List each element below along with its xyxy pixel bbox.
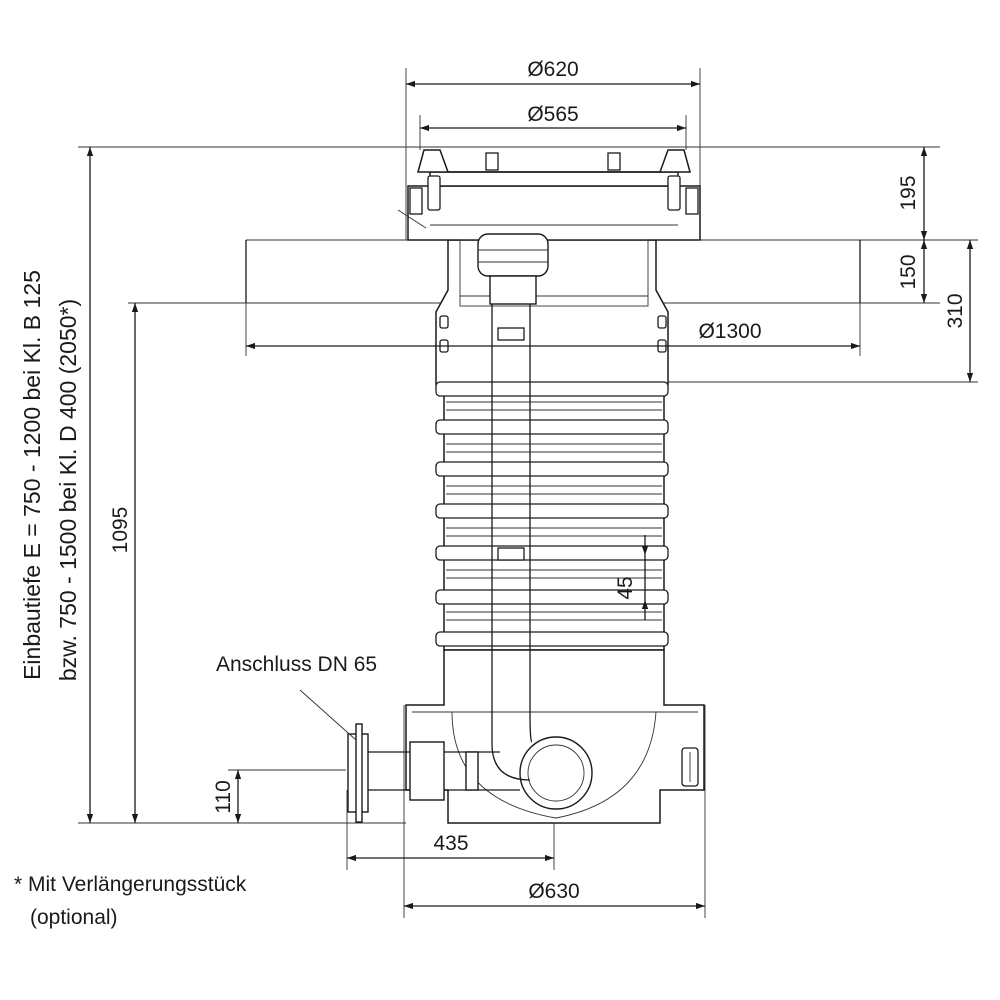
valve-body <box>477 233 549 277</box>
wall-sleeve <box>409 741 445 801</box>
cover-leader <box>397 209 427 229</box>
connection-leader <box>299 689 357 741</box>
dim-435: 435 <box>433 832 468 855</box>
dim-150: 150 <box>897 254 920 289</box>
connection-label: Anschluss DN 65 <box>216 653 377 676</box>
dim-d565: Ø565 <box>527 103 578 126</box>
install-depth-line-1: Einbautiefe E = 750 - 1200 bei Kl. B 125 <box>19 270 45 680</box>
dim-195: 195 <box>897 175 920 210</box>
install-depth-line-2: bzw. 750 - 1500 bei Kl. D 400 (2050*) <box>55 299 81 681</box>
manhole-cover <box>407 149 701 241</box>
dimension-lines <box>86 80 974 910</box>
ground-layer <box>245 240 861 303</box>
footnote-line-1: * Mit Verlängerungsstück <box>14 873 247 896</box>
dim-1095: 1095 <box>109 507 132 554</box>
pipe-clamp <box>497 327 525 341</box>
dim-310: 310 <box>944 293 967 328</box>
dim-d1300: Ø1300 <box>698 320 761 343</box>
pipe-clamp <box>497 547 525 561</box>
shaft-body <box>405 239 705 824</box>
footnote-line-2: (optional) <box>30 906 118 929</box>
dimension-labels: Ø620 Ø565 195 150 310 Ø1300 1095 45 110 … <box>109 58 967 903</box>
dim-d620: Ø620 <box>527 58 578 81</box>
outlet-opening <box>519 736 593 810</box>
dim-d630: Ø630 <box>528 880 579 903</box>
corrugation-ribs <box>435 381 669 647</box>
dim-110: 110 <box>212 780 235 813</box>
riser-pipe <box>347 233 549 823</box>
dim-45: 45 <box>614 576 637 599</box>
